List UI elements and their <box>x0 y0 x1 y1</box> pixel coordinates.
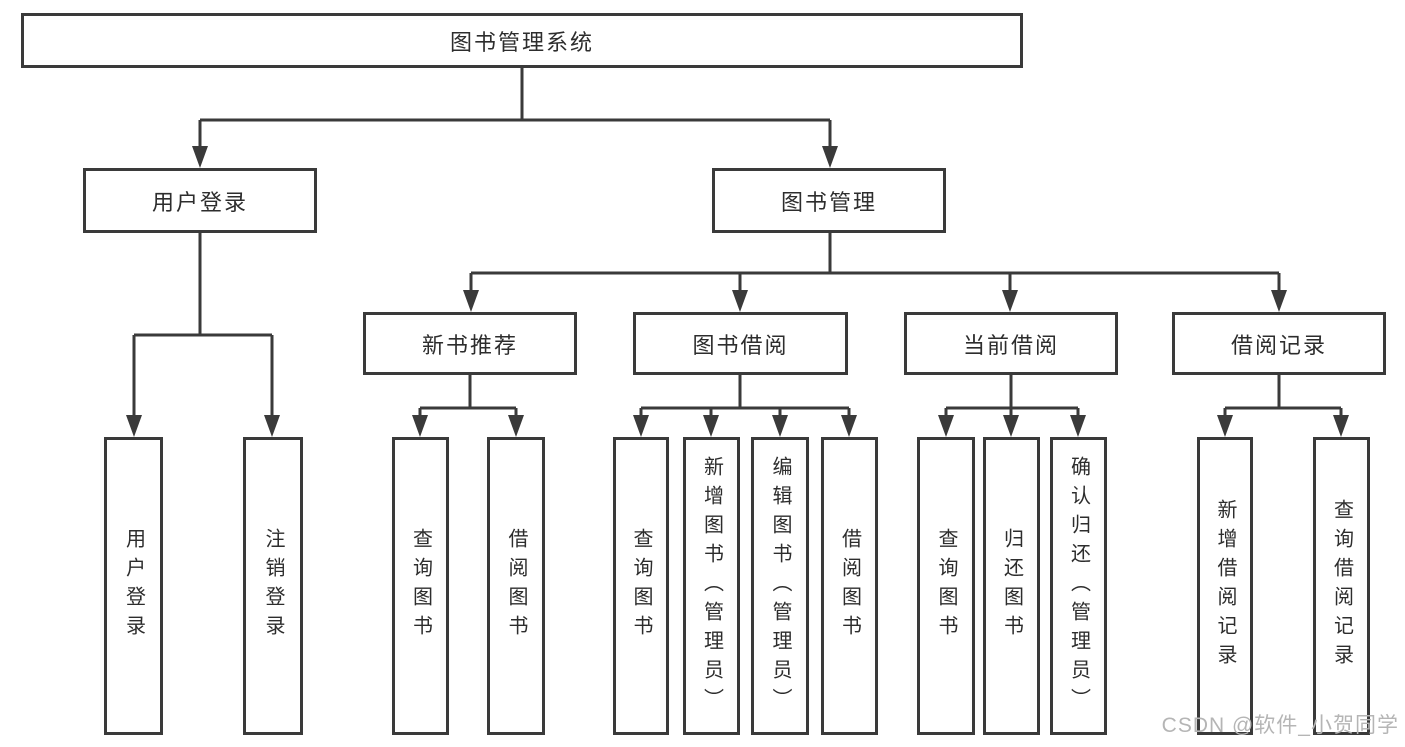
leaf-br-query-record: 查询借阅记录 <box>1313 437 1370 735</box>
node-current-borrow: 当前借阅 <box>904 312 1118 375</box>
leaf-cb-query-book-label: 查询图书 <box>935 528 957 644</box>
leaf-nbr-borrow-book: 借阅图书 <box>487 437 545 735</box>
leaf-cb-confirm-return-admin-label: 确认归还（管理员） <box>1067 455 1090 717</box>
leaf-cb-confirm-return-admin: 确认归还（管理员） <box>1050 437 1107 735</box>
leaf-bb-edit-book-admin: 编辑图书（管理员） <box>751 437 809 735</box>
leaf-bb-query-book: 查询图书 <box>613 437 669 735</box>
connector-root-split <box>198 68 832 160</box>
connector-user-login-split <box>132 233 274 428</box>
leaf-br-add-record: 新增借阅记录 <box>1197 437 1253 735</box>
leaf-bb-borrow-book: 借阅图书 <box>821 437 878 735</box>
leaf-user-login: 用户登录 <box>104 437 163 735</box>
leaf-bb-query-book-label: 查询图书 <box>630 528 652 644</box>
leaf-nbr-query-book-label: 查询图书 <box>409 528 432 644</box>
leaf-cb-query-book: 查询图书 <box>917 437 975 735</box>
leaf-cb-return-book: 归还图书 <box>983 437 1040 735</box>
leaf-bb-borrow-book-label: 借阅图书 <box>838 528 861 644</box>
leaf-bb-edit-book-admin-label: 编辑图书（管理员） <box>769 455 791 717</box>
node-borrow-records: 借阅记录 <box>1172 312 1386 375</box>
connector-borrow-records-split <box>1223 375 1343 428</box>
connector-new-book-recommend-split <box>418 375 518 428</box>
node-new-book-recommend-label: 新书推荐 <box>421 332 518 358</box>
leaf-br-query-record-label: 查询借阅记录 <box>1330 499 1353 673</box>
leaf-logout-label: 注销登录 <box>262 528 284 644</box>
node-book-borrow-label: 图书借阅 <box>692 332 789 358</box>
node-user-login-label: 用户登录 <box>151 189 248 215</box>
node-book-borrow: 图书借阅 <box>633 312 848 375</box>
node-book-management-label: 图书管理 <box>780 189 877 215</box>
arrowhead-icons <box>126 146 1349 437</box>
leaf-nbr-query-book: 查询图书 <box>392 437 449 735</box>
connector-book-borrow-split <box>639 375 851 428</box>
node-new-book-recommend: 新书推荐 <box>363 312 577 375</box>
node-root-label: 图书管理系统 <box>449 29 594 55</box>
leaf-user-login-label: 用户登录 <box>122 528 145 644</box>
node-root: 图书管理系统 <box>21 13 1023 68</box>
leaf-nbr-borrow-book-label: 借阅图书 <box>505 528 527 644</box>
connector-book-management-split <box>469 233 1281 303</box>
node-borrow-records-label: 借阅记录 <box>1230 332 1327 358</box>
leaf-bb-add-book-admin-label: 新增图书（管理员） <box>700 455 723 717</box>
node-book-management: 图书管理 <box>712 168 946 233</box>
watermark: CSDN @软件_小贺同学 <box>1161 714 1399 737</box>
leaf-bb-add-book-admin: 新增图书（管理员） <box>683 437 740 735</box>
leaf-cb-return-book-label: 归还图书 <box>1000 528 1023 644</box>
leaf-logout: 注销登录 <box>243 437 303 735</box>
node-user-login: 用户登录 <box>83 168 317 233</box>
leaf-br-add-record-label: 新增借阅记录 <box>1214 499 1236 673</box>
node-current-borrow-label: 当前借阅 <box>962 332 1059 358</box>
